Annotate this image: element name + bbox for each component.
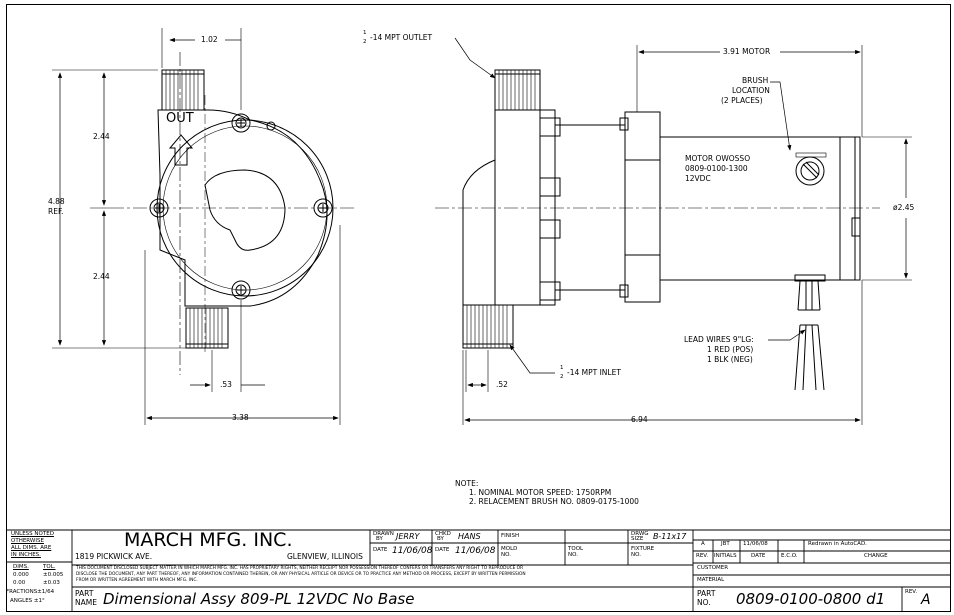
dim-3-38: 3.38: [232, 413, 249, 422]
date-header: DATE: [751, 553, 766, 559]
rev-header: REV.: [696, 553, 709, 559]
part-name-label-1: PART: [75, 589, 94, 598]
date2-label: DATE: [435, 547, 450, 553]
title-block-lines: [6, 529, 950, 611]
finish-label: FINISH: [501, 533, 520, 539]
company-address: 1819 PICKWICK AVE.: [75, 552, 153, 561]
material-label: MATERIAL: [697, 577, 725, 583]
change-header: CHANGE: [864, 553, 888, 559]
unless-3: ALL DIMS. ARE: [11, 545, 52, 551]
outlet-frac-den: 2: [363, 39, 367, 45]
unless-1: UNLESS NOTED: [11, 531, 54, 537]
unless-2: OTHERWISE: [11, 538, 44, 544]
tol-1: ±0.005: [43, 572, 64, 578]
dim-2-44-lower: 2.44: [93, 272, 110, 281]
dims-2: 0.00: [13, 580, 26, 586]
dim-0-52: .52: [496, 380, 508, 389]
dim-2-44-upper: 2.44: [93, 132, 110, 141]
dim-1-02: 1.02: [201, 35, 218, 44]
inlet-label: -14 MPT INLET: [567, 368, 621, 377]
inlet-frac-den: 2: [560, 374, 564, 380]
motor-label-1: MOTOR OWOSSO: [685, 154, 751, 163]
drwg-label-2: SIZE: [631, 536, 644, 542]
drwg-label-1: DRWG: [631, 531, 649, 537]
tool-label-1: TOOL: [568, 546, 584, 552]
outlet-label: -14 MPT OUTLET: [370, 33, 433, 42]
outlet-frac-num: 1: [363, 30, 367, 36]
lead-label-2: 1 RED (POS): [707, 345, 754, 354]
part-name-label-2: NAME: [75, 598, 97, 607]
chkd-label-2: BY: [437, 536, 444, 542]
drawn-label-1: DRAWN: [373, 531, 394, 537]
rev-row-date: 11/06/08: [743, 541, 768, 547]
lead-label-3: 1 BLK (NEG): [707, 355, 753, 364]
rev-row-initials: JBT: [721, 541, 730, 547]
part-no-label-1: PART: [697, 589, 716, 598]
lead-label-1: LEAD WIRES 9"LG:: [684, 335, 754, 344]
tol-2: ±0.03: [43, 580, 60, 586]
date-value: 11/06/08: [392, 546, 433, 556]
eco-header: E.C.O.: [781, 553, 798, 559]
tool-label-2: NO.: [568, 552, 578, 558]
company-city: GLENVIEW, ILLINOIS: [287, 552, 363, 561]
rev-row-rev: A: [701, 541, 705, 547]
part-no-label-2: NO.: [697, 598, 711, 607]
disclaimer-1: THIS DOCUMENT DISCLOSED SUBJECT MATTER I…: [76, 566, 524, 571]
rev-row-change: Redrawn in AutoCAD.: [808, 541, 867, 547]
date-label: DATE: [373, 547, 388, 553]
fractions-tol: FRACTIONS±1/64: [6, 589, 55, 595]
initials-header: INITIALS: [714, 553, 737, 559]
inlet-frac-num: 1: [560, 365, 564, 371]
motor-label-2: 0809-0100-1300: [685, 164, 748, 173]
sheet-border: [6, 4, 951, 612]
drwg-value: B-11x17: [653, 532, 687, 541]
dim-motor-length: 3.91 MOTOR: [723, 47, 771, 56]
dim-4-88: 4.88: [48, 197, 65, 206]
flow-arrow-icon: [168, 134, 194, 166]
mold-label-1: MOLD: [501, 546, 518, 552]
disclaimer-2: DISCLOSE THE DOCUMENT, ANY PART THEREOF,…: [76, 572, 526, 577]
motor-label-3: 12VDC: [685, 174, 711, 183]
dim-6-94: 6.94: [631, 415, 648, 424]
fixture-label-2: NO.: [631, 552, 641, 558]
chkd-label-1: CHKD: [435, 531, 451, 537]
fixture-label-1: FIXTURE: [631, 546, 655, 552]
date2-value: 11/06/08: [455, 546, 496, 556]
mold-label-2: NO.: [501, 552, 511, 558]
tol-header: TOL.: [43, 564, 56, 570]
brush-label-3: (2 PLACES): [721, 96, 763, 105]
drawn-label-2: BY: [376, 536, 383, 542]
dim-diameter: ø2.45: [893, 203, 915, 212]
unless-4: IN INCHES.: [11, 552, 41, 558]
rev-value: A: [921, 592, 931, 608]
pump-end-view: [52, 28, 355, 425]
company-name: MARCH MFG. INC.: [124, 529, 293, 551]
dim-ref: REF.: [48, 207, 64, 216]
angles-tol: ANGLES ±1°: [10, 598, 45, 604]
pump-side-view: [435, 37, 912, 425]
chkd-value: HANS: [458, 532, 481, 541]
note-2: 2. RELACEMENT BRUSH NO. 0809-0175-1000: [469, 497, 639, 506]
dims-header: DIMS.: [13, 564, 29, 570]
customer-label: CUSTOMER: [697, 565, 729, 571]
brush-label-2: LOCATION: [732, 86, 770, 95]
dims-1: 0.000: [13, 572, 29, 578]
rev-label: REV.: [905, 589, 918, 595]
part-number: 0809-0100-0800 d1: [736, 590, 886, 608]
dim-0-53: .53: [220, 380, 232, 389]
note-title: NOTE:: [455, 479, 479, 488]
out-label: OUT: [166, 111, 194, 126]
brush-label-1: BRUSH: [742, 76, 769, 85]
disclaimer-3: FROM OR WRITTEN AGREEMENT WITH MARCH MFG…: [76, 578, 198, 583]
drawn-value: JERRY: [396, 532, 420, 541]
note-1: 1. NOMINAL MOTOR SPEED: 1750RPM: [469, 488, 612, 497]
part-name: Dimensional Assy 809-PL 12VDC No Base: [103, 590, 415, 608]
